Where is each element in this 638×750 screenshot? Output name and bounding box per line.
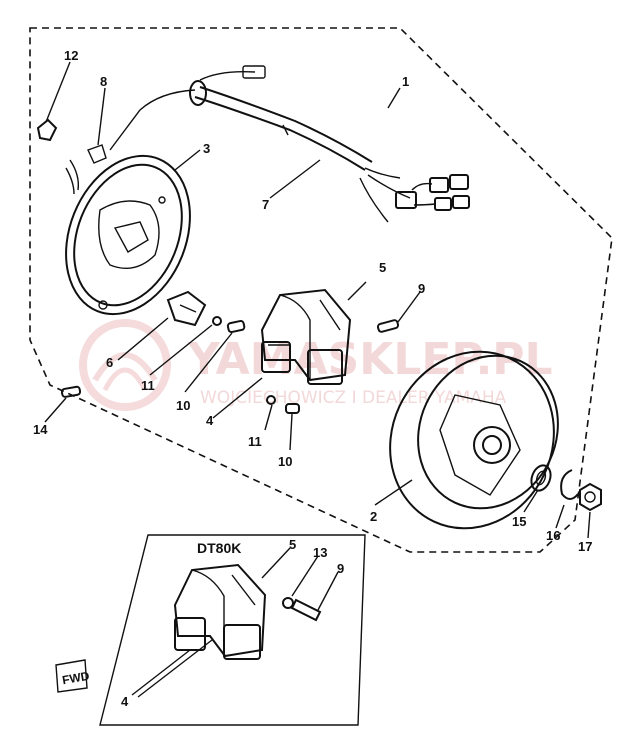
- leader-lines: [44, 61, 591, 539]
- callout-17: 17: [578, 539, 592, 554]
- callout-10-a: 10: [176, 398, 190, 413]
- callout-7: 7: [262, 197, 269, 212]
- inset-callout-5: 5: [289, 537, 296, 552]
- callout-11-b: 11: [248, 434, 262, 449]
- callout-16: 16: [546, 528, 560, 543]
- grommet-and-clamp: [36, 118, 107, 195]
- callout-3: 3: [203, 141, 210, 156]
- inset-title: DT80K: [197, 540, 241, 556]
- callout-10-b: 10: [278, 454, 292, 469]
- callout-12: 12: [64, 48, 78, 63]
- watermark: YAMASKLEP.PL WOJCIECHOWICZ I DEALER YAMA…: [79, 319, 553, 411]
- stator-base-plate: [65, 154, 191, 316]
- callout-1: 1: [402, 74, 409, 89]
- inset-callout-4: 4: [121, 694, 129, 709]
- dt80k-inset: DT80K 5 13 9 4: [99, 534, 366, 726]
- inset-frame: [99, 534, 366, 726]
- assembly-boundary: [29, 27, 613, 553]
- callout-4: 4: [206, 413, 214, 428]
- inset-callout-9: 9: [337, 561, 344, 576]
- watermark-logo-icon: [79, 319, 171, 411]
- callout-8: 8: [100, 74, 107, 89]
- inset-screw: [282, 597, 322, 622]
- callout-11-a: 11: [141, 378, 155, 393]
- callout-5: 5: [379, 260, 386, 275]
- watermark-main-text: YAMASKLEP.PL: [187, 334, 553, 385]
- callout-9: 9: [418, 281, 425, 296]
- watermark-sub-text: WOJCIECHOWICZ I DEALER YAMAHA: [200, 388, 507, 408]
- callout-2: 2: [370, 509, 377, 524]
- callout-numbers: 1 2 3 4 5 6 7 8 9 10 10 11 11 12 14 15 1…: [33, 48, 592, 554]
- callout-14: 14: [33, 422, 48, 437]
- wire-harness: [109, 65, 470, 223]
- inset-coils: [173, 563, 267, 660]
- inset-callout-13: 13: [313, 545, 327, 560]
- rotor-fasteners: [530, 464, 602, 512]
- callout-6: 6: [106, 355, 113, 370]
- fwd-stamp: FWD: [55, 659, 91, 693]
- callout-15: 15: [512, 514, 526, 529]
- ignition-coils: [260, 288, 352, 385]
- connector-block: [395, 191, 417, 209]
- flywheel-rotor: [389, 350, 559, 530]
- screw-set: [60, 316, 400, 414]
- fwd-text: FWD: [61, 669, 91, 688]
- contact-breaker: [166, 290, 207, 327]
